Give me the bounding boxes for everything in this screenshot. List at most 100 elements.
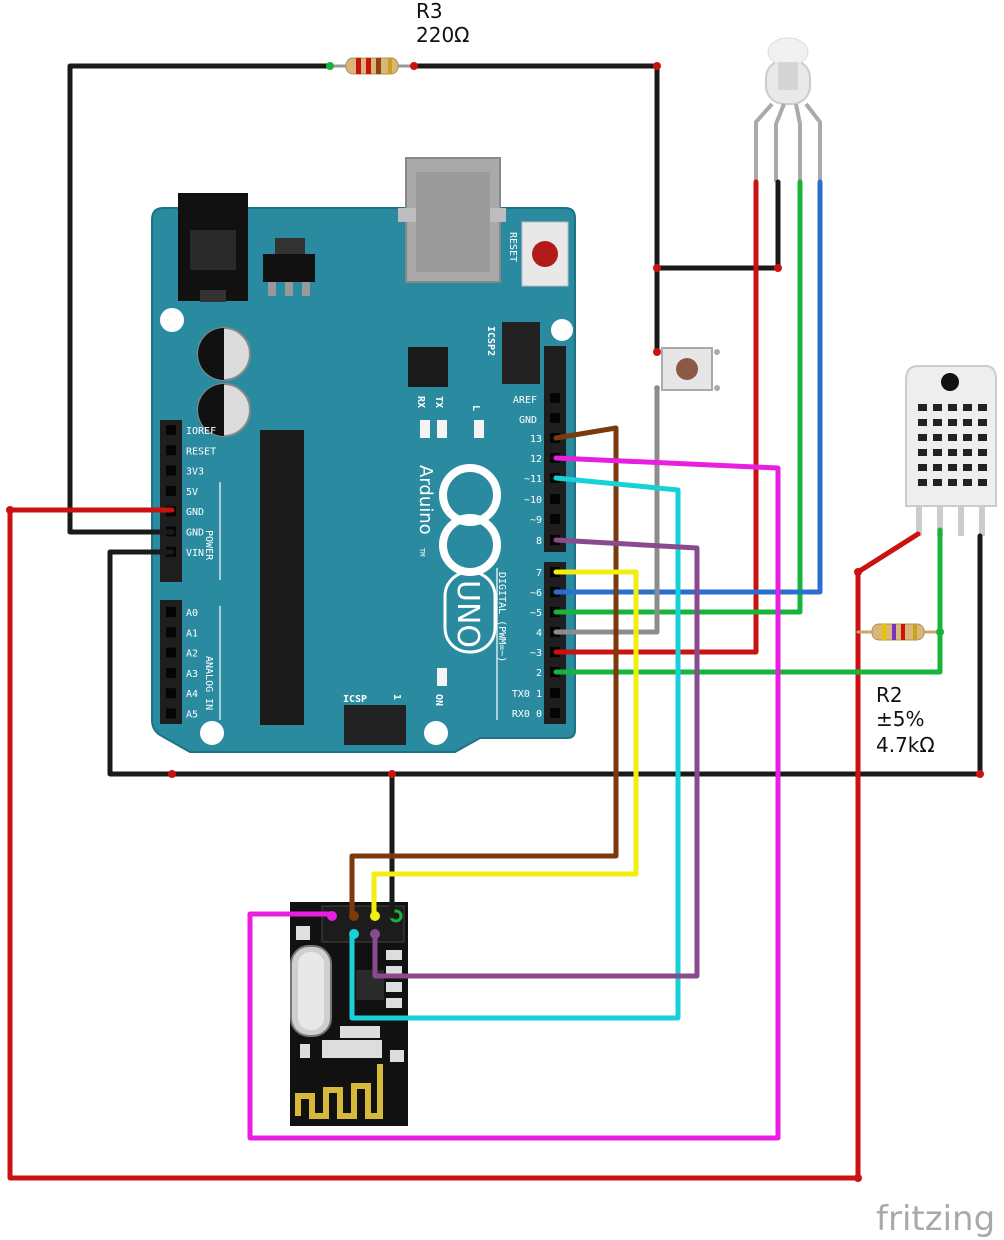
atmega-chip [260, 430, 304, 725]
resistor-r3 [326, 57, 418, 75]
wire-black-gnd [67, 63, 333, 535]
header-socket [166, 627, 176, 638]
vent-slot [933, 464, 942, 471]
analog-in-label: ANALOG IN [203, 656, 214, 710]
header-socket [166, 445, 176, 456]
power-pin-label: IOREF [186, 426, 216, 437]
header-socket [550, 413, 560, 423]
digital-pin-label: 7 [536, 568, 542, 579]
icsp-label: ICSP [343, 694, 367, 705]
r2-value: 4.7kΩ [876, 733, 935, 757]
header-socket [166, 688, 176, 699]
wire-red-led [553, 179, 759, 655]
digital-pin-label: 8 [536, 536, 542, 547]
vent-slot [948, 464, 957, 471]
mounting-hole [160, 308, 184, 332]
push-button[interactable] [654, 347, 720, 391]
analog-pin-label: A4 [186, 689, 198, 700]
header-socket [166, 485, 176, 496]
digital-pin-label: ~10 [524, 495, 542, 506]
vent-slot [978, 404, 987, 411]
digital-pin-label: ~6 [530, 588, 542, 599]
arduino-brand: Arduino [415, 465, 436, 535]
analog-pin-label: A3 [186, 669, 198, 680]
vent-slot [933, 419, 942, 426]
power-header [160, 420, 182, 582]
wire-black-gnd-bus [107, 533, 983, 777]
vent-slot [933, 449, 942, 456]
r3-name: R3 [416, 0, 443, 23]
vent-slot [948, 419, 957, 426]
tx-led [437, 420, 447, 438]
analog-header [160, 600, 182, 724]
header-socket [166, 465, 176, 476]
reset-label: RESET [507, 232, 518, 262]
voltage-regulator [263, 238, 315, 296]
gnd-right-label: GND [519, 415, 537, 426]
vent-slot [933, 434, 942, 441]
wire-purple-csn [372, 537, 700, 979]
vent-slot [933, 404, 942, 411]
digital-pin-label: 2 [536, 668, 542, 679]
wire-cyan-mosi [349, 475, 681, 1021]
icsp2-header [502, 322, 540, 384]
vent-slot [918, 449, 927, 456]
mounting-hole [551, 319, 573, 341]
wire-red-5v [7, 507, 921, 1181]
rgb-led [754, 37, 822, 182]
aref-label: AREF [513, 395, 537, 406]
vent-slot [948, 434, 957, 441]
on-led [437, 668, 447, 686]
wire-yellow-ce [371, 569, 639, 919]
digital-header-high [544, 346, 566, 552]
header-socket [166, 425, 176, 435]
wire-magenta-miso [247, 455, 781, 1141]
header-socket [166, 647, 176, 658]
rx-label: RX [415, 396, 426, 408]
power-pin-label: GND [186, 507, 204, 518]
vent-slot [918, 404, 927, 411]
wire-gray-button [553, 385, 660, 635]
rx-led [420, 420, 430, 438]
arduino-uno-board: RESET ICSP2 RX TX L Arduino [151, 157, 576, 753]
digital-pin-label: 12 [530, 454, 542, 465]
vent-slot [978, 434, 987, 441]
vent-slot [918, 419, 927, 426]
power-pin-label: GND [186, 528, 204, 539]
power-jack [178, 193, 248, 302]
vent-slot [918, 479, 927, 486]
vent-slot [978, 479, 987, 486]
icsp2-label: ICSP2 [485, 326, 496, 356]
wire-green-dht [553, 527, 943, 675]
r2-tolerance: ±5% [876, 707, 925, 731]
vent-slot [963, 449, 972, 456]
trademark: TM [418, 548, 426, 556]
header-socket [550, 708, 560, 718]
digital-pin-label: ~5 [530, 608, 542, 619]
usb-connector [398, 157, 506, 283]
digital-label: DIGITAL (PWM=~) [496, 572, 507, 662]
vent-slot [978, 449, 987, 456]
icsp-pin1-label: 1 [391, 694, 402, 700]
header-socket [166, 667, 176, 678]
vent-slot [963, 419, 972, 426]
vent-slot [948, 449, 957, 456]
nrf24l01-module [290, 902, 408, 1126]
vent-slot [933, 479, 942, 486]
vent-slot [918, 464, 927, 471]
analog-pin-label: A2 [186, 649, 198, 660]
r2-name: R2 [876, 683, 903, 707]
vent-slot [963, 434, 972, 441]
wires [6, 62, 984, 1182]
vent-slot [963, 479, 972, 486]
uno-label: UNO [450, 580, 485, 648]
icsp-header [344, 705, 406, 745]
header-socket [166, 607, 176, 617]
header-socket [550, 514, 560, 524]
reset-button[interactable] [521, 221, 569, 287]
mounting-hole [200, 721, 224, 745]
uno-badge [443, 570, 497, 654]
capacitor [197, 327, 251, 381]
fritzing-watermark: fritzing [876, 1199, 995, 1239]
